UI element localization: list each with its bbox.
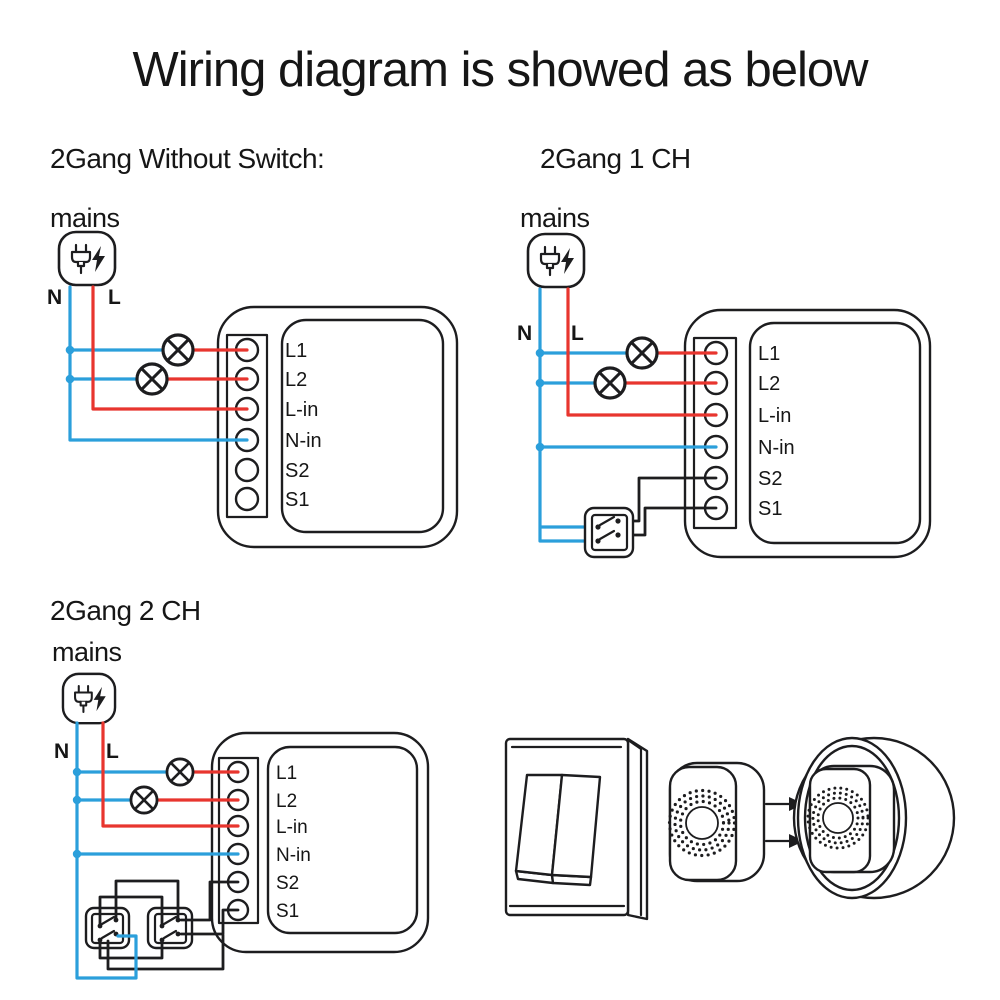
- terminal-label: S1: [758, 498, 782, 520]
- plug-lightning-icon: [526, 232, 586, 289]
- terminal-label: N-in: [276, 845, 311, 866]
- lamp-icon: [161, 333, 195, 367]
- speaker-dots: [678, 799, 726, 847]
- wire-junction-dots: [72, 767, 82, 859]
- terminal-label: L1: [758, 343, 780, 365]
- diagram-heading: 2Gang 1 CH: [540, 143, 691, 174]
- plug-lightning-icon: [57, 230, 117, 287]
- speaker-dots: [811, 791, 865, 845]
- live-wire: [91, 285, 249, 411]
- wall-box-illustration: [792, 736, 956, 900]
- diagram-heading: 2Gang Without Switch:: [50, 143, 324, 174]
- mains-label: mains: [50, 203, 120, 233]
- speaker-dots: [667, 788, 737, 858]
- terminal-label: L1: [276, 763, 297, 784]
- wire-junction-dots: [65, 345, 75, 384]
- mains-label: mains: [52, 637, 122, 667]
- terminal-label: L1: [285, 340, 307, 362]
- switch-signal-wires: [98, 879, 240, 971]
- speaker-dots: [816, 796, 860, 840]
- wire-junction-dots: [535, 348, 545, 452]
- live-label: L: [571, 322, 584, 345]
- live-label: L: [108, 286, 121, 309]
- terminal-label: L2: [758, 373, 780, 395]
- neutral-wire: [68, 285, 249, 442]
- rocker-switch-illustration: [504, 737, 649, 921]
- lamp-icon: [625, 336, 659, 370]
- terminal-label: L2: [276, 791, 297, 812]
- terminal-label: S2: [276, 873, 299, 894]
- speaker-dots: [673, 794, 731, 852]
- neutral-wire: [75, 721, 240, 980]
- lamp-icon: [593, 366, 627, 400]
- wall-switch-icon: [146, 906, 194, 950]
- terminal-label: N-in: [285, 430, 322, 452]
- rocker-button: [550, 773, 602, 879]
- relay-module: L1 L2 L-in N-in S2 S1: [683, 308, 932, 559]
- lamp-icon: [165, 757, 195, 787]
- terminal-label: S2: [758, 468, 782, 490]
- terminal-label: L2: [285, 369, 307, 391]
- diagram-heading: 2Gang 2 CH: [50, 595, 201, 626]
- page-title: Wiring diagram is showed as below: [133, 43, 870, 97]
- terminal-label: L-in: [276, 817, 308, 838]
- diagram-2gang-without-switch: 2Gang Without Switch: mains N L L1 L2 L-…: [47, 143, 459, 549]
- plug-lightning-icon: [61, 672, 117, 725]
- installation-illustration: [504, 736, 956, 921]
- live-label: L: [106, 740, 119, 763]
- diagram-2gang-1ch: 2Gang 1 CH mains N L L1 L2 L-in N-in S2 …: [517, 143, 932, 559]
- terminal-label: L-in: [285, 399, 318, 421]
- neutral-label: N: [517, 322, 532, 345]
- lamp-icon: [135, 362, 169, 396]
- speaker-dots: [806, 786, 870, 850]
- mains-label: mains: [520, 203, 590, 233]
- live-wire: [566, 287, 718, 417]
- diagram-2gang-2ch: 2Gang 2 CH mains N L L1 L2 L-in N-in S2 …: [50, 595, 430, 980]
- terminal-label: S1: [276, 901, 299, 922]
- terminal-label: S2: [285, 460, 309, 482]
- module-illustration: [667, 761, 766, 883]
- terminal-S1: [234, 486, 260, 512]
- neutral-label: N: [54, 740, 69, 763]
- relay-module: L1 L2 L-in N-in S2 S1: [216, 305, 459, 549]
- terminal-label: S1: [285, 489, 309, 511]
- live-wire: [101, 721, 240, 828]
- terminal-S2: [234, 457, 260, 483]
- lamp-icon: [129, 785, 159, 815]
- wall-switch-icon: [583, 506, 635, 559]
- neutral-label: N: [47, 286, 62, 309]
- relay-module: L1 L2 L-in N-in S2 S1: [210, 731, 430, 954]
- terminal-label: L-in: [758, 405, 791, 427]
- terminal-label: N-in: [758, 437, 795, 459]
